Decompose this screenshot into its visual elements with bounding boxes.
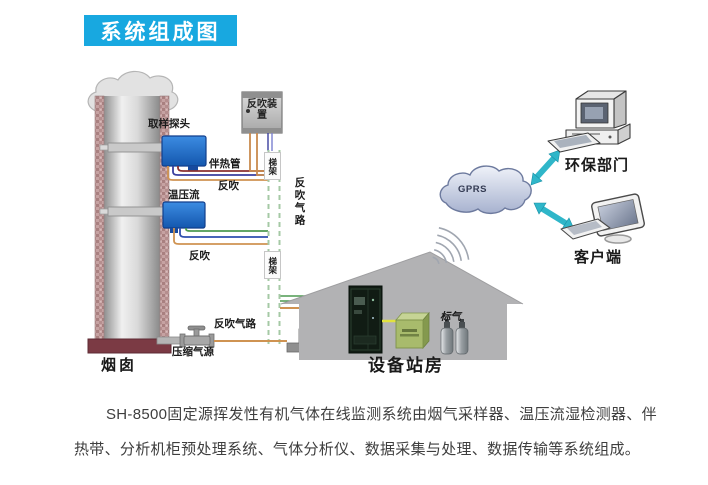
blowback-device-icon xyxy=(241,91,283,134)
blowback-gas-path-label: 反吹气路 xyxy=(214,318,256,330)
station-house-label: 设备站房 xyxy=(368,356,444,375)
gprs-cloud-label: GPRS xyxy=(458,184,487,195)
probe-blowback-line xyxy=(167,166,268,181)
gprs-cloud-icon xyxy=(439,165,532,215)
sampling-probe-icon xyxy=(99,135,207,171)
arrow-to-epa xyxy=(530,149,561,186)
blowback-gas-path-vertical-label: 反吹气路 xyxy=(293,177,306,227)
sensor-sample-line xyxy=(185,228,268,232)
blowback-device-label: 反吹装置 xyxy=(247,99,277,121)
station-house-icon xyxy=(280,251,524,360)
chimney-label: 烟囱 xyxy=(101,357,138,374)
sensor-signal-line xyxy=(179,228,268,238)
tray-tag-top: 梯架 xyxy=(264,152,281,180)
client-computer-icon xyxy=(560,193,645,244)
client-terminal-label: 客户端 xyxy=(574,249,623,266)
title-banner: 系统组成图 xyxy=(84,15,237,46)
cable-tray xyxy=(267,150,281,348)
device-air-line-1 xyxy=(249,133,267,172)
pretreatment-box-icon xyxy=(395,311,430,350)
heat-pipe-label: 伴热管 xyxy=(209,158,241,170)
description-line-1: SH-8500固定源挥发性有机气体在线监测系统由烟气采样器、温压流湿检测器、伴 xyxy=(106,406,657,423)
gas-cylinder-icon xyxy=(440,319,469,355)
std-gas-label: 标气 xyxy=(440,311,461,323)
wifi-signal-icon xyxy=(432,227,470,265)
sampling-probe-label: 取样探头 xyxy=(148,118,190,130)
analyzer-cabinet-icon xyxy=(348,285,383,354)
valve-icon xyxy=(179,325,215,348)
temp-pressure-flow-sensor-icon xyxy=(99,201,206,233)
description-line-2: 热带、分析机柜预处理系统、气体分析仪、数据采集与处理、数据传输等系统组成。 xyxy=(74,441,641,458)
heat-pipe-line xyxy=(177,166,268,172)
epa-terminal-label: 环保部门 xyxy=(565,157,630,174)
compressed-air-label: 压缩气源 xyxy=(172,346,214,358)
epa-computer-icon xyxy=(547,90,631,153)
page-title: 系统组成图 xyxy=(100,20,221,44)
temp-pressure-flow-label: 温压流 xyxy=(168,189,200,201)
blowback-label-upper: 反吹 xyxy=(218,180,239,192)
chimney-graphic xyxy=(87,95,172,354)
probe-signal-line xyxy=(172,166,268,176)
blowback-label-lower: 反吹 xyxy=(189,250,210,262)
device-air-line-2 xyxy=(256,133,267,176)
signal-lines xyxy=(167,133,349,302)
arrow-to-client xyxy=(533,202,575,230)
sensor-blowback-line xyxy=(173,228,268,245)
tray-tag-bottom: 梯架 xyxy=(264,251,281,279)
